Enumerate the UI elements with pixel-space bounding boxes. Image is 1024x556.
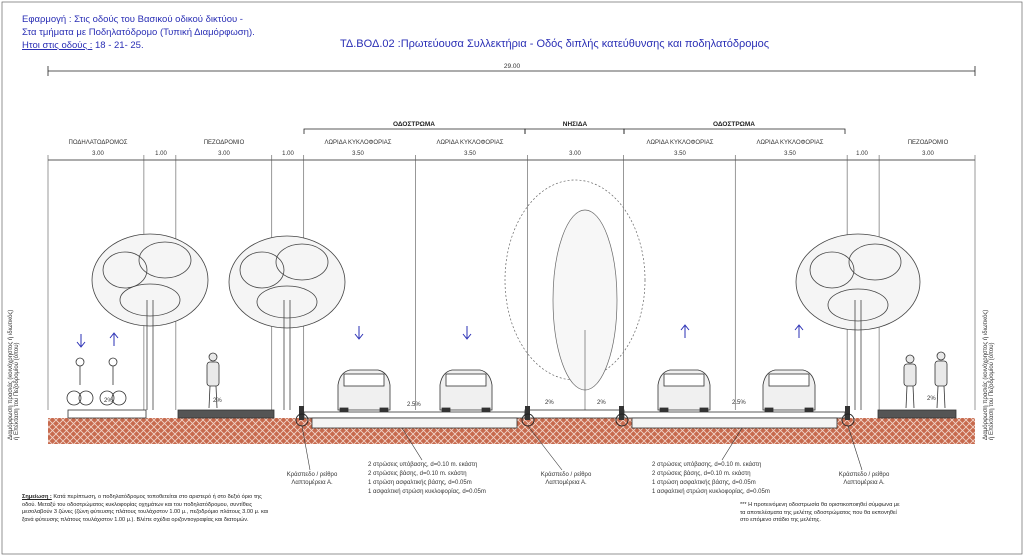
- pedestrian-right-2: [934, 351, 948, 409]
- total-dimension-line: [47, 66, 976, 76]
- roadway-left-bracket: [303, 128, 526, 134]
- zone-width-lane-4: 3.50: [784, 151, 796, 157]
- note-left-title: Σημείωση :: [22, 494, 52, 500]
- zone-width-planting-1: 1.00: [155, 151, 167, 157]
- roadway-left-label: ΟΔΟΣΤΡΩΜΑ: [393, 121, 435, 128]
- drawing-title: ΤΔ.ΒΟΔ.02 :Πρωτεύουσα Συλλεκτήρια - Οδός…: [340, 38, 770, 50]
- island-label: ΝΗΣΙΔΑ: [562, 121, 588, 128]
- curb-label-island: Κράσπεδο / ρείθρο Λαπτομέρεια Α.: [540, 472, 592, 486]
- zone-name-sidewalk-left: ΠΕΖΟΔΡΟΜΙΟ: [203, 140, 245, 146]
- arrow-down-icon: [76, 334, 86, 348]
- car-lane-4: [762, 369, 816, 415]
- arrow-up-icon: [680, 324, 690, 338]
- zone-width-lane-2: 3.50: [464, 151, 476, 157]
- roadway-right-label: ΟΔΟΣΤΡΩΜΑ: [713, 121, 755, 128]
- pedestrian-right-1: [903, 354, 917, 409]
- slope-bike: 2%: [104, 398, 113, 404]
- header-streets-value: 18 - 21- 25.: [92, 40, 144, 51]
- curbs: [299, 406, 850, 420]
- car-lane-3: [657, 369, 711, 415]
- tree-left-1: [91, 233, 209, 410]
- zone-width-sidewalk-right: 3.00: [922, 151, 934, 157]
- slope-lane-right: 2.5%: [732, 400, 746, 406]
- header-line-2: Στα τμήματα με Ποδηλατόδρομο (Τυπική Δια…: [22, 27, 255, 38]
- header-line-3: Ητοι στις οδούς : 18 - 21- 25.: [22, 40, 144, 52]
- car-lane-2: [439, 369, 493, 415]
- pavement-layers-right: 2 στρώσεις υπόβασης, d=0.10 m. εκάστη 2 …: [652, 462, 770, 495]
- zone-name-lane-4: ΛΩΡΙΔΑ ΚΥΚΛΟΦΟΡΙΑΣ: [756, 140, 824, 146]
- zone-name-lane-3: ΛΩΡΙΔΑ ΚΥΚΛΟΦΟΡΙΑΣ: [646, 140, 714, 146]
- arrow-down-icon: [354, 326, 364, 340]
- tree-left-2: [228, 235, 346, 410]
- cyclist-right: [99, 357, 127, 406]
- slope-lane-left: 2.5%: [407, 402, 421, 408]
- slope-island-left: 2%: [545, 400, 554, 406]
- note-left: Σημείωση : Κατά περίπτωση, ο ποδηλατόδρο…: [22, 494, 270, 524]
- zone-width-lane-1: 3.50: [352, 151, 364, 157]
- arrow-up-icon: [109, 332, 119, 346]
- cyclist-left: [66, 357, 94, 406]
- tree-right: [795, 233, 921, 410]
- note-left-text: Κατά περίπτωση, ο ποδηλατόδρομος τοποθετ…: [22, 494, 269, 523]
- zone-width-sidewalk-left: 3.00: [218, 151, 230, 157]
- header-line-1: Εφαρμογή : Στις οδούς του Βασικού οδικού…: [22, 14, 243, 25]
- curb-label-left: Κράσπεδο / ρείθρο Λαπτομέρεια Α.: [286, 472, 338, 486]
- side-note-right: Διαμόρφωση πρασιάς (κοινόχρηστος ή ιδιωτ…: [983, 309, 995, 440]
- leader-lines: [301, 425, 863, 471]
- arrow-down-icon: [462, 326, 472, 340]
- header-streets-label: Ητοι στις οδούς :: [22, 40, 93, 51]
- car-lane-1: [337, 369, 391, 415]
- zone-ticks: [47, 155, 976, 410]
- island-bracket: [524, 128, 625, 134]
- roadway-right-bracket: [623, 128, 846, 134]
- zone-name-bike-lane: ΠΟΔΗΛΑΤΟΔΡΟΜΟΣ: [68, 140, 128, 146]
- slope-sidewalk-right: 2%: [927, 396, 936, 402]
- zone-width-lane-3: 3.50: [674, 151, 686, 157]
- zone-width-planting-2: 1.00: [282, 151, 294, 157]
- slope-sidewalk-left: 2%: [213, 398, 222, 404]
- total-width-label: 29.00: [504, 63, 521, 70]
- pavement-layers-left: 2 στρώσεις υπόβασης, d=0.10 m. εκάστη 2 …: [368, 462, 486, 495]
- zone-width-island: 3.00: [569, 151, 581, 157]
- zone-name-sidewalk-right: ΠΕΖΟΔΡΟΜΙΟ: [907, 140, 949, 146]
- note-right: *** Η προτεινόμενη οδοστρωσία θα οριστικ…: [740, 502, 900, 524]
- tree-island: [504, 179, 646, 410]
- curb-label-right: Κράσπεδο / ρείθρο Λαπτομέρεια Α.: [838, 472, 890, 486]
- side-note-left: Διαμόρφωση πρασιάς (κοινόχρηστος ή ιδιωτ…: [8, 309, 20, 440]
- zone-width-bike-lane: 3.00: [92, 151, 104, 157]
- zone-name-lane-2: ΛΩΡΙΔΑ ΚΥΚΛΟΦΟΡΙΑΣ: [436, 140, 504, 146]
- slope-island-right: 2%: [597, 400, 606, 406]
- zone-name-lane-1: ΛΩΡΙΔΑ ΚΥΚΛΟΦΟΡΙΑΣ: [324, 140, 392, 146]
- arrow-up-icon: [794, 324, 804, 338]
- zone-width-planting-3: 1.00: [856, 151, 868, 157]
- pedestrian-left: [206, 352, 220, 409]
